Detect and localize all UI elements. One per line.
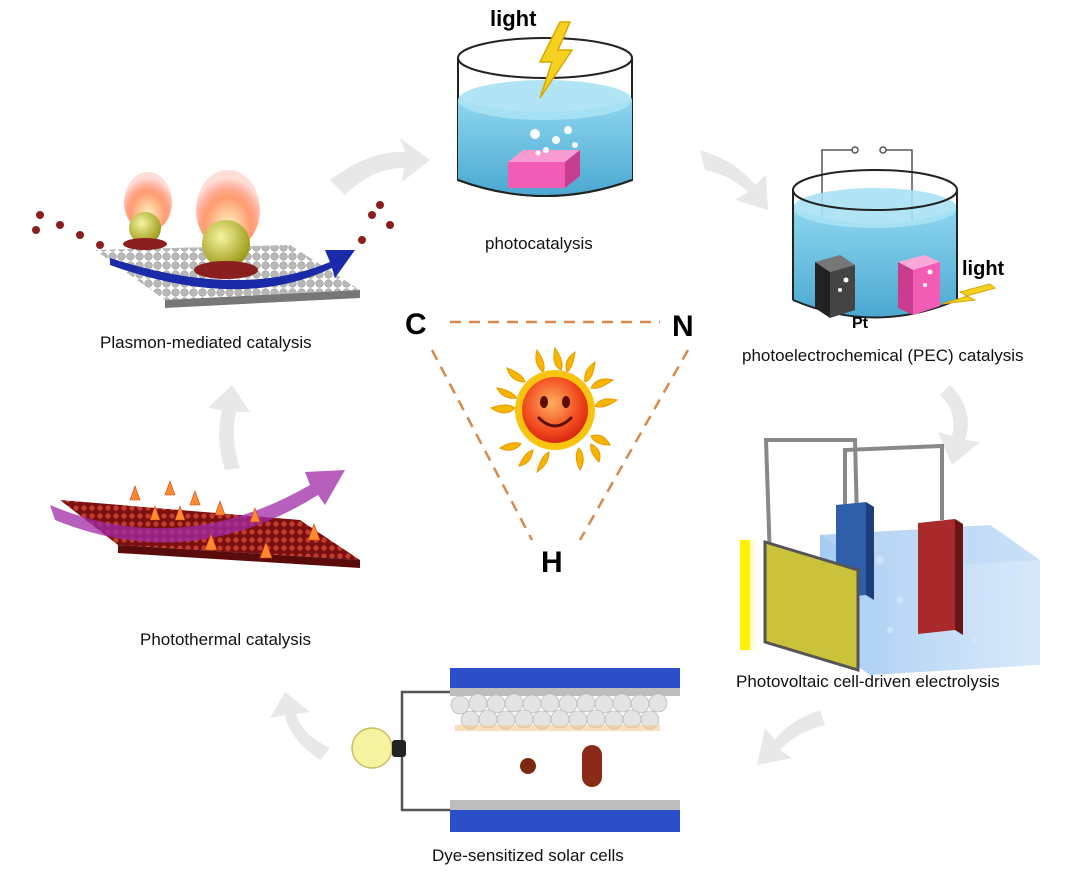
pv-electrolysis-apparatus	[740, 438, 1040, 675]
arrow-pv-to-dssc	[757, 710, 825, 765]
purple-light-arrow	[50, 470, 345, 543]
triangle-edge-ch	[430, 349, 534, 541]
element-c: C	[405, 308, 427, 341]
molecules	[32, 201, 394, 249]
smiling-sun-icon	[489, 346, 619, 474]
flame-left	[123, 172, 172, 250]
photocatalysis-beaker	[457, 21, 633, 197]
pec-beaker	[792, 146, 997, 319]
label-pv-electrolysis: Photovoltaic cell-driven electrolysis	[736, 672, 1000, 691]
label-photothermal: Photothermal catalysis	[140, 630, 312, 649]
solar-panel	[763, 539, 860, 673]
arrow-photothermal-to-plasmon	[208, 385, 250, 470]
element-n: N	[672, 310, 694, 343]
photothermal-surface	[50, 470, 360, 568]
dssc-cell	[351, 668, 680, 832]
pec-lightning-bolt-icon	[941, 283, 997, 305]
arrow-photocatalysis-to-pec	[700, 150, 768, 210]
arrow-plasmon-to-photocatalysis	[330, 138, 430, 195]
flame-right	[194, 170, 260, 279]
pec-pt-tag: Pt	[852, 315, 869, 332]
element-triangle	[430, 320, 690, 541]
plasmon-surface	[32, 170, 394, 308]
photocatalysis-light-tag: light	[490, 6, 537, 31]
arrow-dssc-to-photothermal	[270, 692, 330, 760]
label-plasmon: Plasmon-mediated catalysis	[100, 333, 312, 352]
label-photocatalysis: photocatalysis	[485, 234, 593, 253]
tio2-particles	[450, 693, 668, 730]
element-h: H	[541, 546, 563, 579]
pink-photoelectrode	[898, 255, 940, 315]
lightning-bolt-icon	[538, 21, 574, 99]
blue-light-arrow	[110, 250, 355, 290]
cycle-arrows	[208, 138, 980, 765]
pink-catalyst-block	[508, 150, 580, 188]
red-electrode	[918, 519, 955, 634]
bubbles	[530, 126, 578, 156]
arrow-pec-to-pv	[938, 385, 980, 465]
label-dssc: Dye-sensitized solar cells	[432, 846, 624, 865]
triangle-edge-nh	[578, 349, 690, 541]
label-pec-catalysis: photoelectrochemical (PEC) catalysis	[742, 346, 1024, 365]
pt-electrode	[815, 255, 855, 318]
light-bulb-icon	[351, 727, 406, 769]
pec-light-tag: light	[962, 258, 1005, 280]
